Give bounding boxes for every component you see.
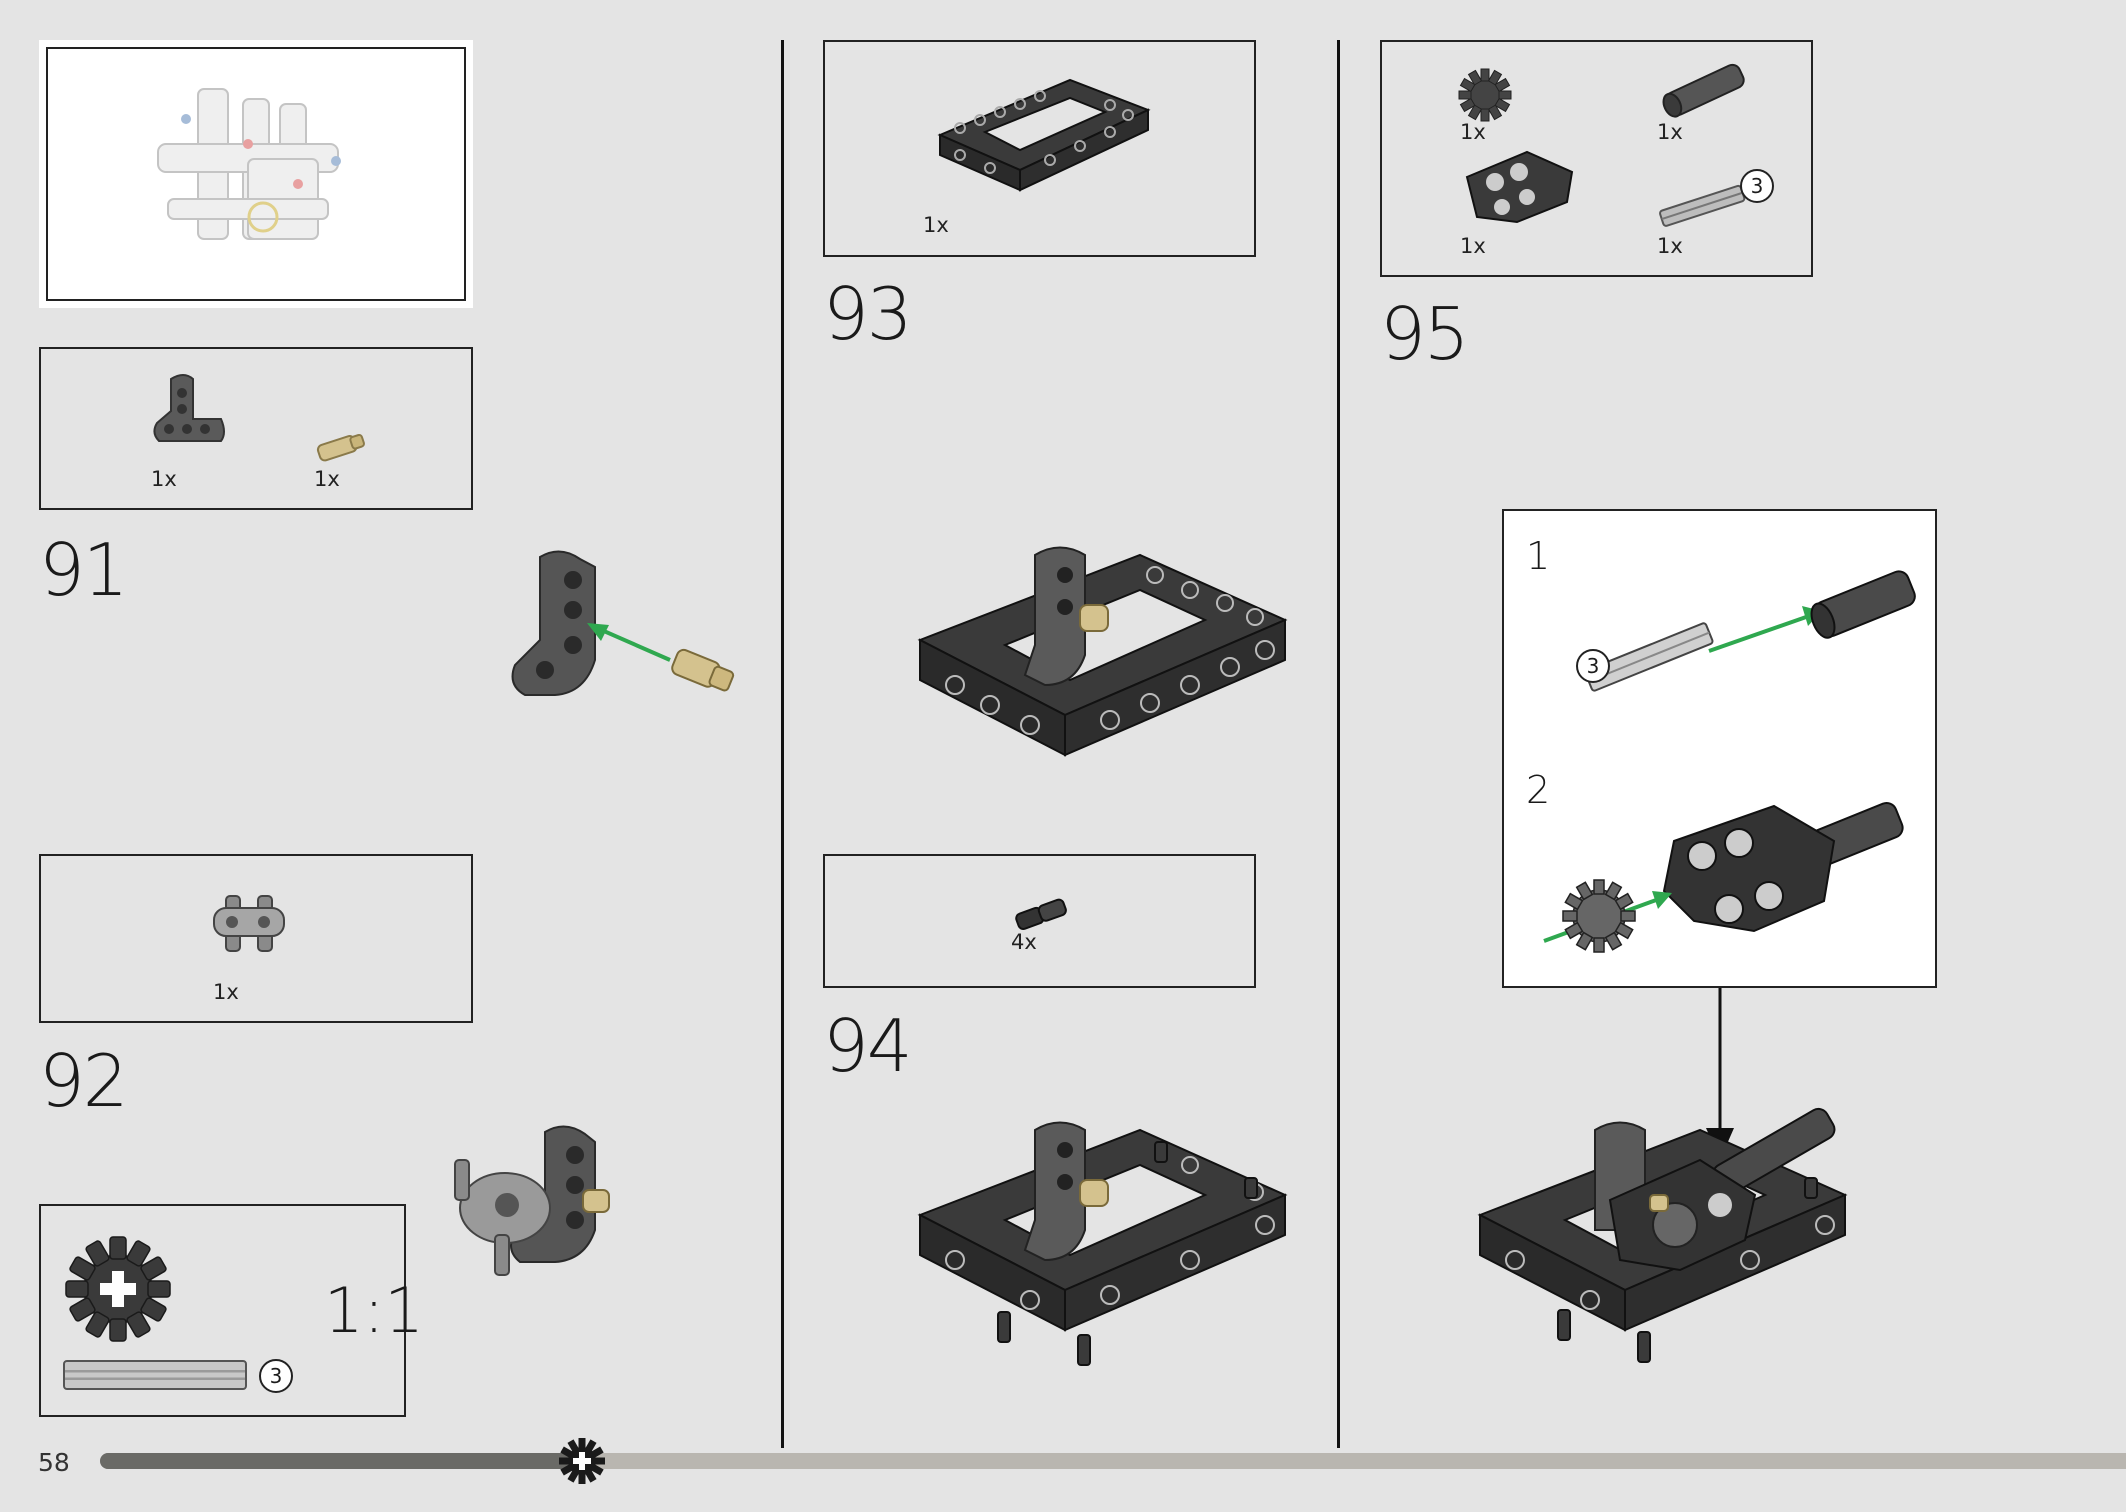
substep-2-number: 2 xyxy=(1526,768,1551,812)
scale-axle-length-badge: 3 xyxy=(259,1359,293,1393)
step-95-part-2-qty: 1x xyxy=(1657,120,1683,144)
step-94-number: 94 xyxy=(823,1004,913,1088)
step-92-illustration xyxy=(454,1125,610,1276)
l-liftarm-part-icon xyxy=(153,374,225,442)
gear-12-tooth-icon xyxy=(65,1236,171,1342)
substep-1-illustration xyxy=(1584,570,1916,692)
tan-pin-part-icon xyxy=(316,433,365,462)
step-93-parts-box: 1x xyxy=(823,40,1256,257)
column-divider-1 xyxy=(781,40,784,1448)
submodel-preview-frame xyxy=(39,40,473,308)
step-94-parts-box: 4x xyxy=(823,854,1256,988)
angled-liftarm-part-icon xyxy=(1465,150,1574,224)
page-number: 58 xyxy=(38,1448,70,1477)
progress-bar-fill xyxy=(100,1453,585,1469)
step-91-number: 91 xyxy=(39,528,129,612)
substep-2-illustration xyxy=(1543,801,1904,953)
submodel-preview xyxy=(46,47,466,301)
pin-connector-part-icon xyxy=(213,895,285,952)
step-92-parts-box: 1x xyxy=(39,854,473,1023)
step-95-part-4-qty: 1x xyxy=(1657,234,1683,258)
step-93-number: 93 xyxy=(823,272,913,356)
frame-5x7-part-icon xyxy=(937,78,1151,192)
step-94-part-1-qty: 4x xyxy=(1011,930,1037,954)
submodel-preview-image xyxy=(157,88,341,240)
step-93-illustration xyxy=(917,546,1288,757)
step-95-part-1-qty: 1x xyxy=(1460,120,1486,144)
step-95-subassembly-callout: 1 3 2 xyxy=(1502,509,1937,988)
step-93-part-1-qty: 1x xyxy=(923,213,949,237)
step-92-number: 92 xyxy=(39,1039,129,1123)
step-95-part-3-qty: 1x xyxy=(1460,234,1486,258)
step-92-part-1-qty: 1x xyxy=(213,980,239,1004)
black-pin-part-icon xyxy=(1015,898,1067,931)
substep-1-axle-length-badge: 3 xyxy=(1576,649,1610,683)
substep-1-number: 1 xyxy=(1526,534,1551,578)
step-91-part-2-qty: 1x xyxy=(314,467,340,491)
axle-connector-part-icon xyxy=(1662,63,1745,118)
small-gear-part-icon xyxy=(1458,68,1512,122)
axle-3-icon xyxy=(63,1360,247,1390)
step-95-axle-length-badge: 3 xyxy=(1740,169,1774,203)
axle-3-part-icon xyxy=(1659,184,1746,227)
step-95-number: 95 xyxy=(1380,292,1470,376)
progress-gear-icon xyxy=(559,1438,605,1484)
step-91-illustration xyxy=(511,550,735,696)
scale-reference-box: 1:1 3 xyxy=(39,1204,424,1417)
step-95-parts-box: 1x 1x 1x 3 1x xyxy=(1380,40,1813,277)
column-divider-2 xyxy=(1337,40,1340,1448)
progress-bar-track xyxy=(100,1453,2126,1469)
scale-ratio: 1:1 xyxy=(324,1274,424,1347)
step-91-parts-box: 1x 1x xyxy=(39,347,473,510)
step-95-illustration xyxy=(1477,1107,1848,1363)
step-94-illustration xyxy=(917,1121,1288,1366)
step-91-part-1-qty: 1x xyxy=(151,467,177,491)
